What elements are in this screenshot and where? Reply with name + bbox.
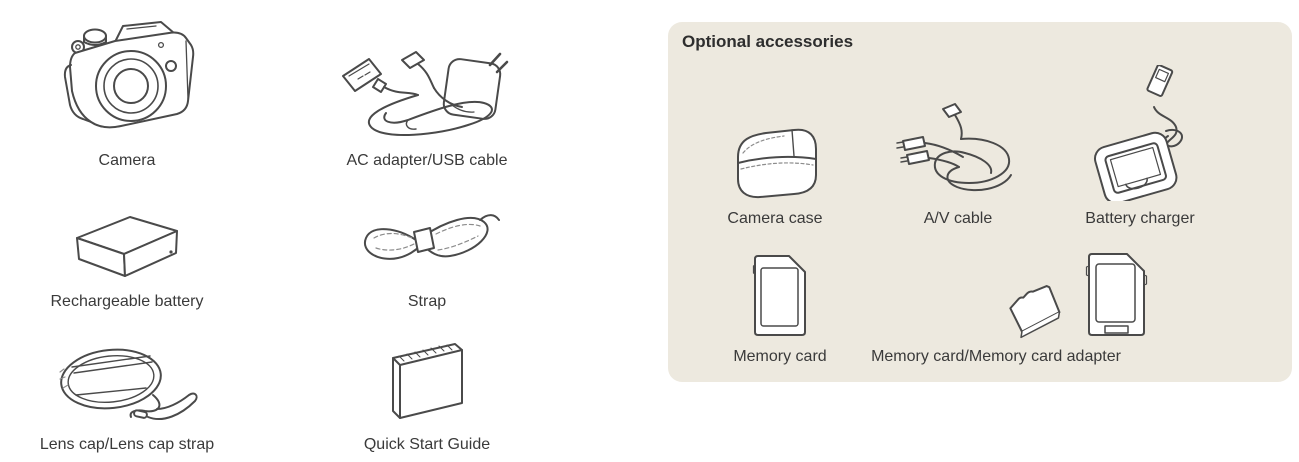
accessory-item-rechargeable-battery: Rechargeable battery — [27, 203, 227, 311]
accessory-label-memory-card-adapter: Memory card/Memory card adapter — [871, 348, 1121, 365]
accessory-item-lens-cap: Lens cap/Lens cap strap — [27, 340, 227, 454]
accessory-label-battery-charger: Battery charger — [1085, 210, 1195, 227]
accessory-label-quick-start-guide: Quick Start Guide — [363, 436, 491, 453]
memory-card-and-adapter-illustration — [1009, 253, 1148, 339]
accessory-label-lens-cap: Lens cap/Lens cap strap — [39, 436, 215, 453]
battery-charger-illustration — [1094, 65, 1184, 201]
accessory-label-battery: Rechargeable battery — [50, 293, 204, 310]
optional-accessories-panel: Optional accessories Camera case — [668, 22, 1292, 382]
accessory-item-memory-card: Memory card — [695, 244, 865, 366]
accessory-label-strap: Strap — [407, 293, 447, 310]
accessory-label-camera: Camera — [98, 152, 156, 169]
accessory-label-memory-card: Memory card — [733, 348, 827, 365]
rechargeable-battery-illustration — [76, 216, 178, 277]
accessory-label-ac-adapter: AC adapter/USB cable — [346, 152, 508, 169]
accessory-item-memory-card-adapter: Memory card/Memory card adapter — [846, 244, 1148, 366]
camera-case-illustration — [737, 128, 817, 199]
accessory-item-camera-case: Camera case — [690, 62, 860, 228]
accessory-item-battery-charger: Battery charger — [1055, 54, 1225, 228]
memory-card-illustration — [752, 255, 806, 336]
camera-illustration — [63, 21, 195, 129]
strap-illustration — [363, 214, 500, 260]
quick-start-guide-illustration — [392, 343, 463, 419]
av-cable-illustration — [896, 103, 1012, 192]
accessory-label-camera-case: Camera case — [727, 210, 823, 227]
accessory-item-quick-start-guide: Quick Start Guide — [322, 340, 532, 454]
accessory-item-av-cable: A/V cable — [873, 62, 1043, 228]
ac-adapter-usb-cable-illustration — [342, 51, 509, 136]
accessory-item-strap: Strap — [322, 203, 532, 311]
accessory-item-camera: Camera — [27, 14, 227, 170]
lens-cap-strap-illustration — [59, 348, 198, 420]
optional-accessories-title: Optional accessories — [682, 32, 854, 51]
accessory-label-av-cable: A/V cable — [923, 210, 993, 227]
accessory-item-ac-adapter-usb-cable: AC adapter/USB cable — [322, 14, 532, 170]
